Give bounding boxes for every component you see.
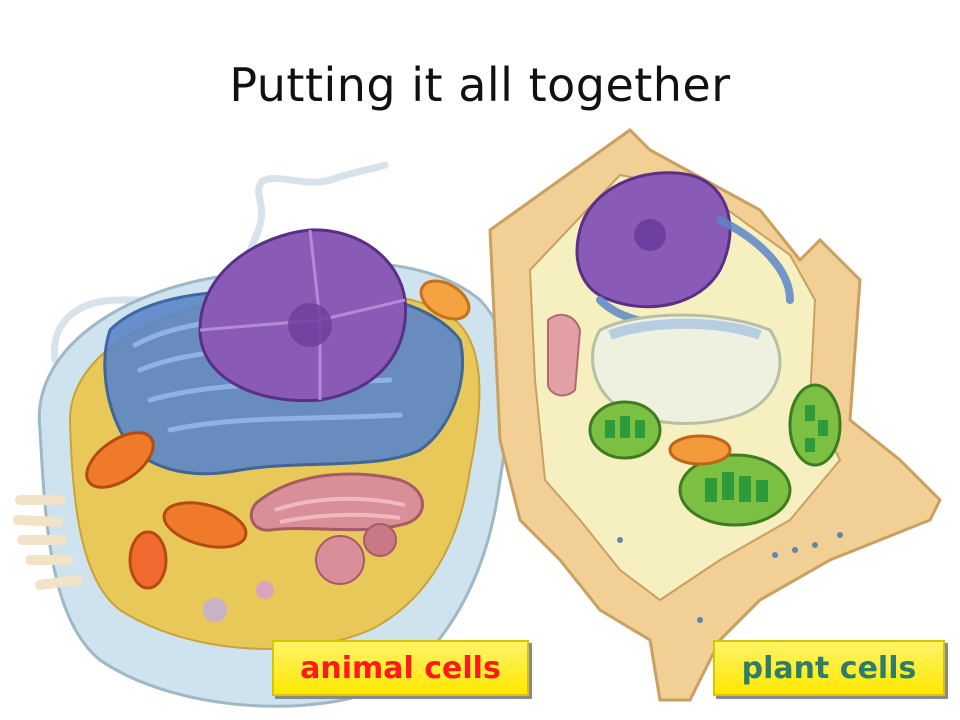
plant-cell-illustration: [488, 128, 942, 702]
plant-cells-label: plant cells: [713, 640, 945, 696]
animal-cells-label: animal cells: [272, 640, 529, 696]
animal-cells-label-text: animal cells: [300, 650, 501, 686]
animal-cell-illustration: [13, 161, 511, 708]
plant-cells-label-text: plant cells: [741, 650, 917, 686]
slide-title: Putting it all together: [229, 58, 731, 112]
